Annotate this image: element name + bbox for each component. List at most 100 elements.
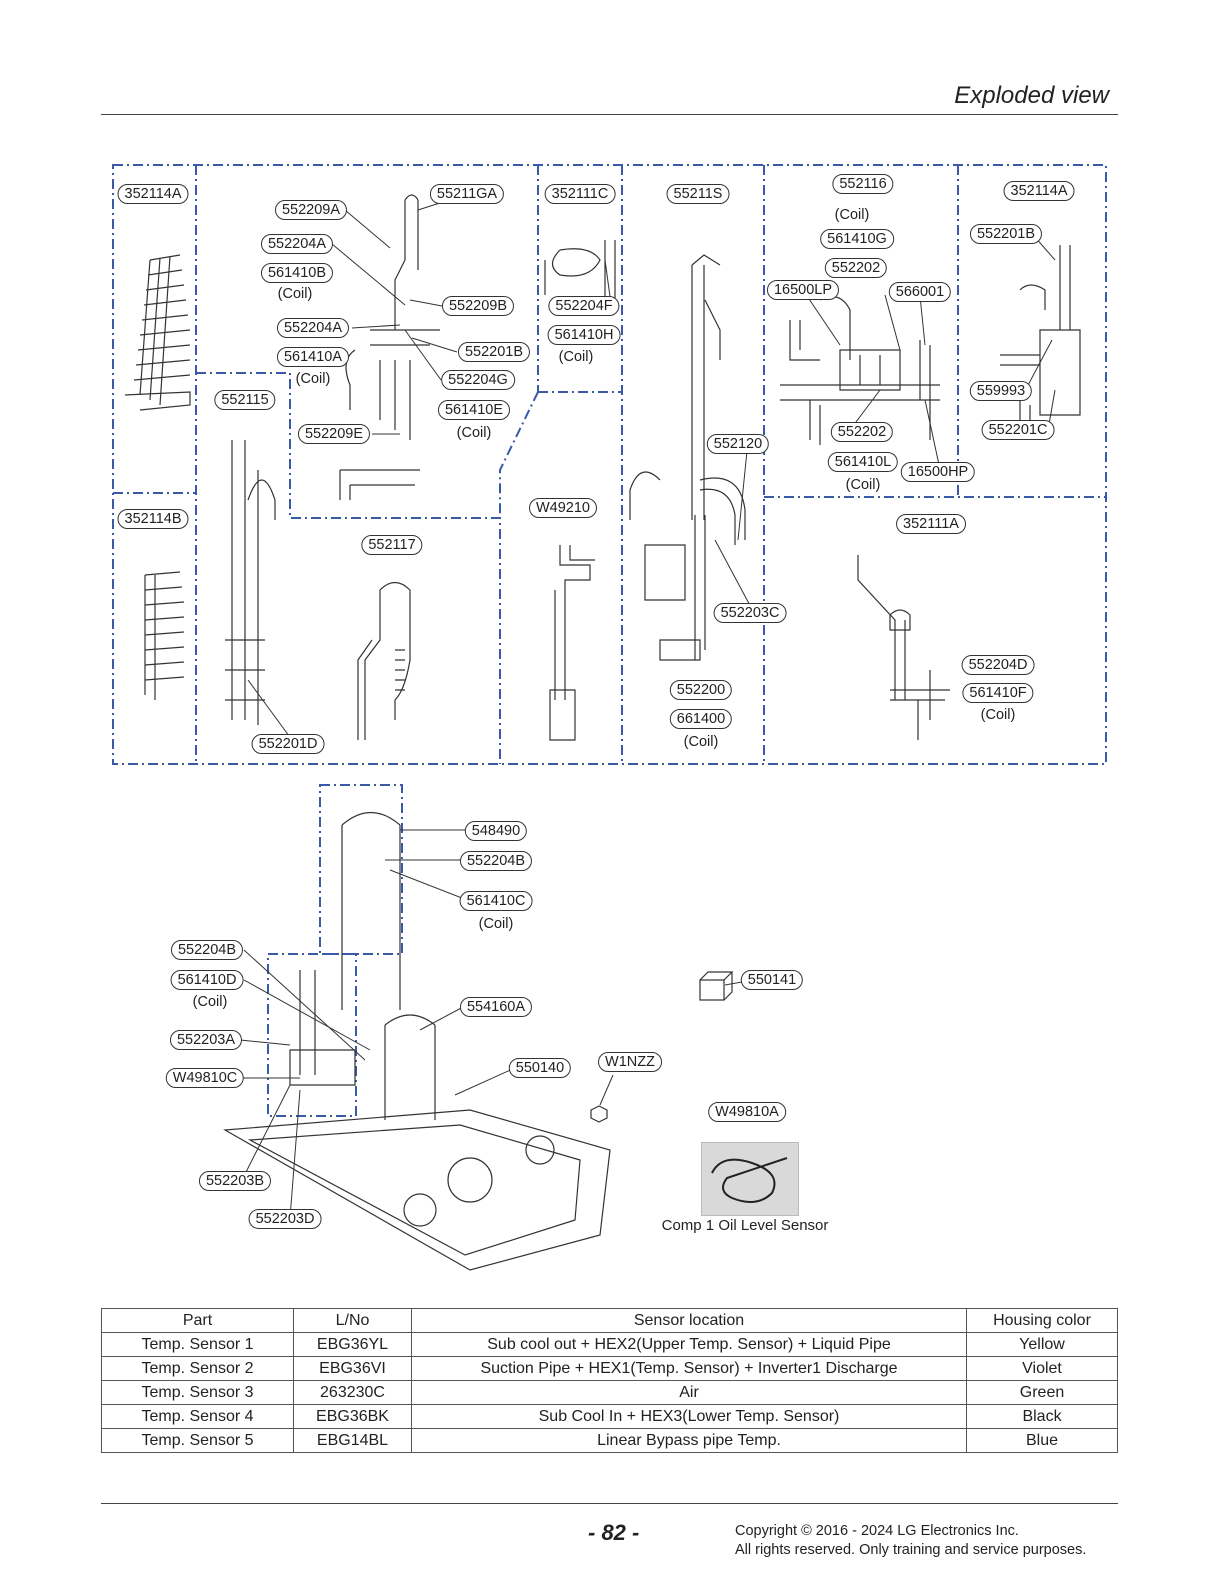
- callout-552203c: 552203C: [713, 603, 787, 623]
- callout-552209a: 552209A: [274, 200, 348, 220]
- coil-note-561410g: (Coil): [834, 207, 870, 223]
- callout-16500hp: 16500HP: [900, 462, 976, 482]
- callout-552209e: 552209E: [297, 424, 371, 444]
- cell-part: Temp. Sensor 4: [101, 1404, 294, 1429]
- nut-W1NZZ: [590, 1105, 608, 1123]
- copyright-line-2: All rights reserved. Only training and s…: [735, 1542, 1087, 1558]
- table-row: Temp. Sensor 3 263230C Air Green: [101, 1380, 1118, 1405]
- callout-352114b: 352114B: [117, 509, 189, 529]
- cell-location: Suction Pipe + HEX1(Temp. Sensor) + Inve…: [411, 1356, 967, 1381]
- cell-color: Black: [966, 1404, 1118, 1429]
- pipe-W49210: [549, 545, 595, 741]
- cell-lno: 263230C: [293, 1380, 412, 1405]
- cell-color: Violet: [966, 1356, 1118, 1381]
- cell-part: Temp. Sensor 2: [101, 1356, 294, 1381]
- callout-w1nzz: W1NZZ: [598, 1052, 662, 1072]
- col-header-housing-color: Housing color: [966, 1308, 1118, 1333]
- callout-552204a-top: 552204A: [260, 234, 334, 254]
- callout-552204g: 552204G: [441, 370, 515, 390]
- callout-352111c: 352111C: [544, 184, 616, 204]
- dashed-frames: [112, 164, 1107, 1117]
- callout-55211ga: 55211GA: [429, 184, 505, 204]
- header-rule: [101, 114, 1118, 115]
- callout-552202-bottom: 552202: [830, 422, 894, 442]
- table-header-row: Part L/No Sensor location Housing color: [101, 1308, 1118, 1333]
- coil-note-561410l: (Coil): [845, 477, 881, 493]
- col-header-lno: L/No: [293, 1308, 412, 1333]
- callout-561410c: 561410C: [459, 891, 533, 911]
- coil-note-561410f: (Coil): [980, 707, 1016, 723]
- coil-note-661400: (Coil): [683, 734, 719, 750]
- exploded-diagram: [112, 164, 1107, 1271]
- callout-561410l: 561410L: [827, 452, 899, 472]
- copyright-line-1: Copyright © 2016 - 2024 LG Electronics I…: [735, 1523, 1019, 1539]
- cell-color: Green: [966, 1380, 1118, 1405]
- callout-561410h: 561410H: [547, 325, 621, 345]
- pipe-552115: [225, 440, 276, 725]
- cell-lno: EBG36VI: [293, 1356, 412, 1381]
- callout-561410d: 561410D: [170, 970, 244, 990]
- page-number: - 82 -: [588, 1520, 640, 1545]
- cell-part: Temp. Sensor 3: [101, 1380, 294, 1405]
- callout-552202-top: 552202: [824, 258, 888, 278]
- pipe-drawings: [124, 194, 1081, 1271]
- coil-note-561410e: (Coil): [456, 425, 492, 441]
- callout-352114a-right: 352114A: [1003, 181, 1075, 201]
- callout-561410e: 561410E: [437, 400, 511, 420]
- pipe-552117: [357, 581, 411, 740]
- oil-level-sensor-photo: [701, 1142, 799, 1216]
- callout-559993: 559993: [969, 381, 1033, 401]
- callout-552201b: 552201B: [457, 342, 531, 362]
- sensor-550141: [699, 971, 734, 1001]
- callout-352111a: 352111A: [896, 514, 966, 534]
- coil-note-561410b: (Coil): [277, 286, 313, 302]
- col-header-part: Part: [101, 1308, 294, 1333]
- cell-location: Linear Bypass pipe Temp.: [411, 1428, 967, 1453]
- callout-552116: 552116: [832, 174, 894, 194]
- callout-552203b: 552203B: [198, 1171, 272, 1191]
- pipe-55211S: [629, 254, 746, 661]
- callout-55211s: 55211S: [666, 184, 730, 204]
- callout-550141: 550141: [740, 970, 804, 990]
- frame-outer: [112, 164, 1107, 765]
- copyright: Copyright © 2016 - 2024 LG Electronics I…: [735, 1522, 1086, 1560]
- callout-554160a: 554160A: [459, 997, 533, 1017]
- callout-552200: 552200: [669, 680, 733, 700]
- callout-561410b: 561410B: [260, 263, 334, 283]
- callout-w49210: W49210: [528, 498, 598, 518]
- coil-note-561410d: (Coil): [192, 994, 228, 1010]
- temp-sensor-table: Part L/No Sensor location Housing color …: [101, 1308, 1118, 1453]
- table-row: Temp. Sensor 4 EBG36BK Sub Cool In + HEX…: [101, 1404, 1118, 1429]
- callout-548490: 548490: [464, 821, 528, 841]
- pipe-55211GA: [339, 194, 440, 500]
- cell-lno: EBG36YL: [293, 1332, 412, 1357]
- table-row: Temp. Sensor 2 EBG36VI Suction Pipe + HE…: [101, 1356, 1118, 1381]
- cell-color: Blue: [966, 1428, 1118, 1453]
- footer-rule: [101, 1503, 1118, 1504]
- callout-552203a: 552203A: [169, 1030, 243, 1050]
- callout-550140: 550140: [508, 1058, 572, 1078]
- callout-552115: 552115: [214, 390, 276, 410]
- callout-552120: 552120: [706, 434, 770, 454]
- col-header-sensor-location: Sensor location: [411, 1308, 967, 1333]
- coil-352114B: [144, 571, 185, 700]
- photo-caption: Comp 1 Oil Level Sensor: [661, 1217, 829, 1234]
- coil-352114A-left: [124, 254, 191, 411]
- table-row: Temp. Sensor 5 EBG14BL Linear Bypass pip…: [101, 1428, 1118, 1453]
- callout-552203d: 552203D: [248, 1209, 322, 1229]
- callout-552117: 552117: [361, 535, 423, 555]
- cell-part: Temp. Sensor 5: [101, 1428, 294, 1453]
- table-row: Temp. Sensor 1 EBG36YL Sub cool out + HE…: [101, 1332, 1118, 1357]
- callout-352114a-left: 352114A: [117, 184, 189, 204]
- cell-location: Sub Cool In + HEX3(Lower Temp. Sensor): [411, 1404, 967, 1429]
- callout-561410a: 561410A: [276, 347, 350, 367]
- cell-color: Yellow: [966, 1332, 1118, 1357]
- pipe-352111C: [544, 240, 616, 300]
- coil-note-561410h: (Coil): [558, 349, 594, 365]
- cell-lno: EBG14BL: [293, 1428, 412, 1453]
- callout-561410f: 561410F: [962, 683, 1034, 703]
- coil-note-561410a: (Coil): [295, 371, 331, 387]
- callout-552204a-mid: 552204A: [276, 318, 350, 338]
- callout-w49810c: W49810C: [165, 1068, 245, 1088]
- callout-552209b: 552209B: [441, 296, 515, 316]
